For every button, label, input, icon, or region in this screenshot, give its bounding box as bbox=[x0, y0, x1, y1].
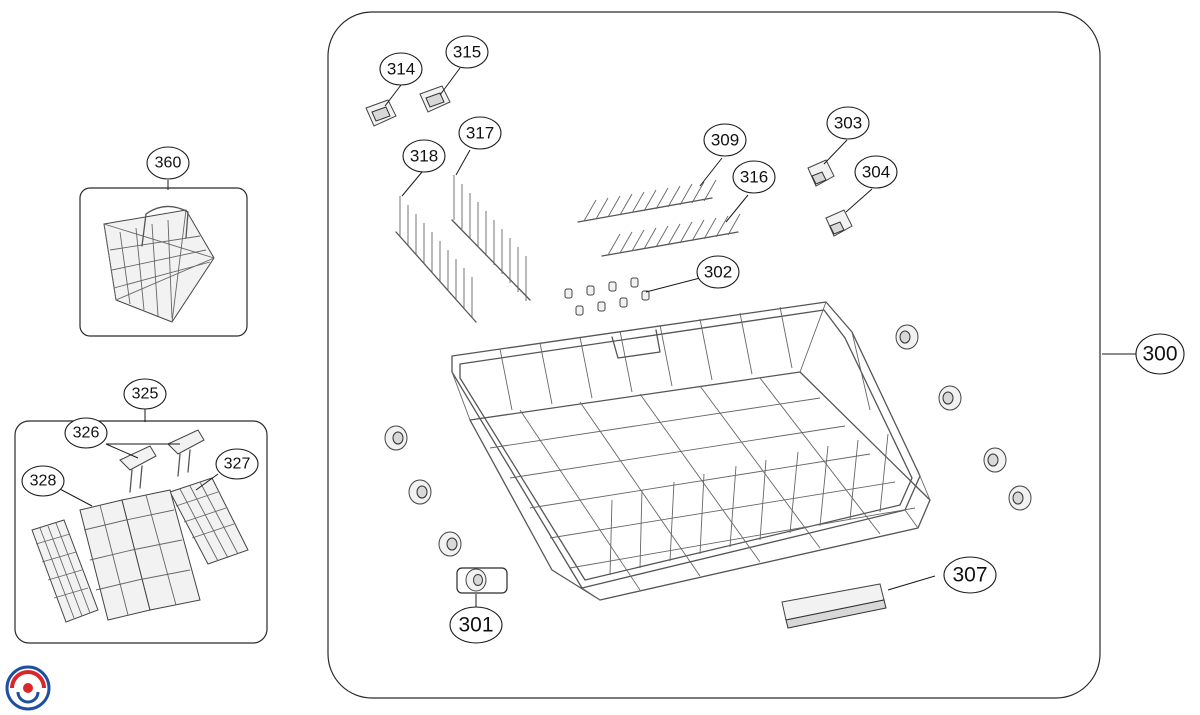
lower-basket bbox=[451, 301, 931, 601]
cutlery-basket-frame bbox=[79, 187, 248, 337]
wheel-icon bbox=[408, 479, 432, 505]
callout-325: 325 bbox=[123, 378, 167, 410]
callout-label: 325 bbox=[132, 386, 159, 403]
callout-label: 304 bbox=[862, 163, 890, 182]
callout-label: 328 bbox=[30, 473, 57, 490]
callout-label: 326 bbox=[73, 425, 100, 442]
tine-row-316 bbox=[601, 213, 741, 257]
wheel-301-box bbox=[456, 567, 508, 594]
callout-label: 318 bbox=[410, 147, 438, 166]
callout-316: 316 bbox=[732, 160, 776, 194]
callout-318: 318 bbox=[402, 139, 446, 173]
callout-317: 317 bbox=[458, 116, 502, 150]
wheel-icon bbox=[438, 531, 462, 557]
callout-label: 360 bbox=[155, 155, 182, 172]
callout-304: 304 bbox=[854, 155, 898, 189]
tine-rack-318 bbox=[395, 196, 477, 323]
wheel-icon bbox=[983, 447, 1007, 473]
callout-label: 301 bbox=[458, 614, 493, 637]
callout-326: 326 bbox=[64, 417, 108, 449]
callout-label: 302 bbox=[704, 263, 732, 282]
tine-clips bbox=[564, 277, 650, 316]
wheel-icon bbox=[1008, 485, 1032, 511]
callout-label: 309 bbox=[711, 131, 739, 150]
callout-360: 360 bbox=[146, 146, 190, 180]
callout-300: 300 bbox=[1135, 333, 1185, 375]
basket-handle bbox=[781, 583, 887, 629]
callout-309: 309 bbox=[703, 123, 747, 157]
tine-row-309 bbox=[577, 179, 717, 223]
main-assembly-frame bbox=[327, 11, 1101, 699]
leader-lines bbox=[57, 67, 1140, 608]
callout-302: 302 bbox=[696, 255, 740, 289]
wheel-icon bbox=[895, 324, 919, 350]
callout-label: 315 bbox=[453, 43, 481, 62]
callout-328: 328 bbox=[21, 465, 65, 497]
bracket-315 bbox=[419, 85, 451, 113]
callout-303: 303 bbox=[826, 106, 870, 140]
cutlery-basket-360 bbox=[103, 205, 215, 323]
callout-label: 300 bbox=[1142, 343, 1177, 366]
wheel-icon bbox=[465, 568, 487, 592]
cutlery-basket-set bbox=[31, 429, 249, 623]
brand-logo bbox=[5, 665, 51, 711]
wheel-icon bbox=[938, 385, 962, 411]
callout-327: 327 bbox=[215, 448, 259, 480]
callout-label: 303 bbox=[834, 114, 862, 133]
bracket-303 bbox=[807, 159, 835, 187]
bracket-304 bbox=[825, 209, 853, 237]
rack-wheels bbox=[384, 324, 1032, 557]
callout-label: 327 bbox=[224, 456, 251, 473]
callout-314: 314 bbox=[379, 52, 423, 86]
callout-label: 307 bbox=[952, 564, 987, 587]
callout-301: 301 bbox=[449, 606, 503, 644]
callout-label: 314 bbox=[387, 60, 415, 79]
wheel-icon bbox=[384, 425, 408, 451]
callout-label: 317 bbox=[466, 124, 494, 143]
tine-rack-317 bbox=[451, 175, 531, 301]
cutlery-basket-set-frame bbox=[14, 420, 268, 644]
callout-label: 316 bbox=[740, 168, 768, 187]
callout-307: 307 bbox=[943, 556, 997, 594]
callout-315: 315 bbox=[445, 35, 489, 69]
bracket-314 bbox=[365, 99, 397, 127]
